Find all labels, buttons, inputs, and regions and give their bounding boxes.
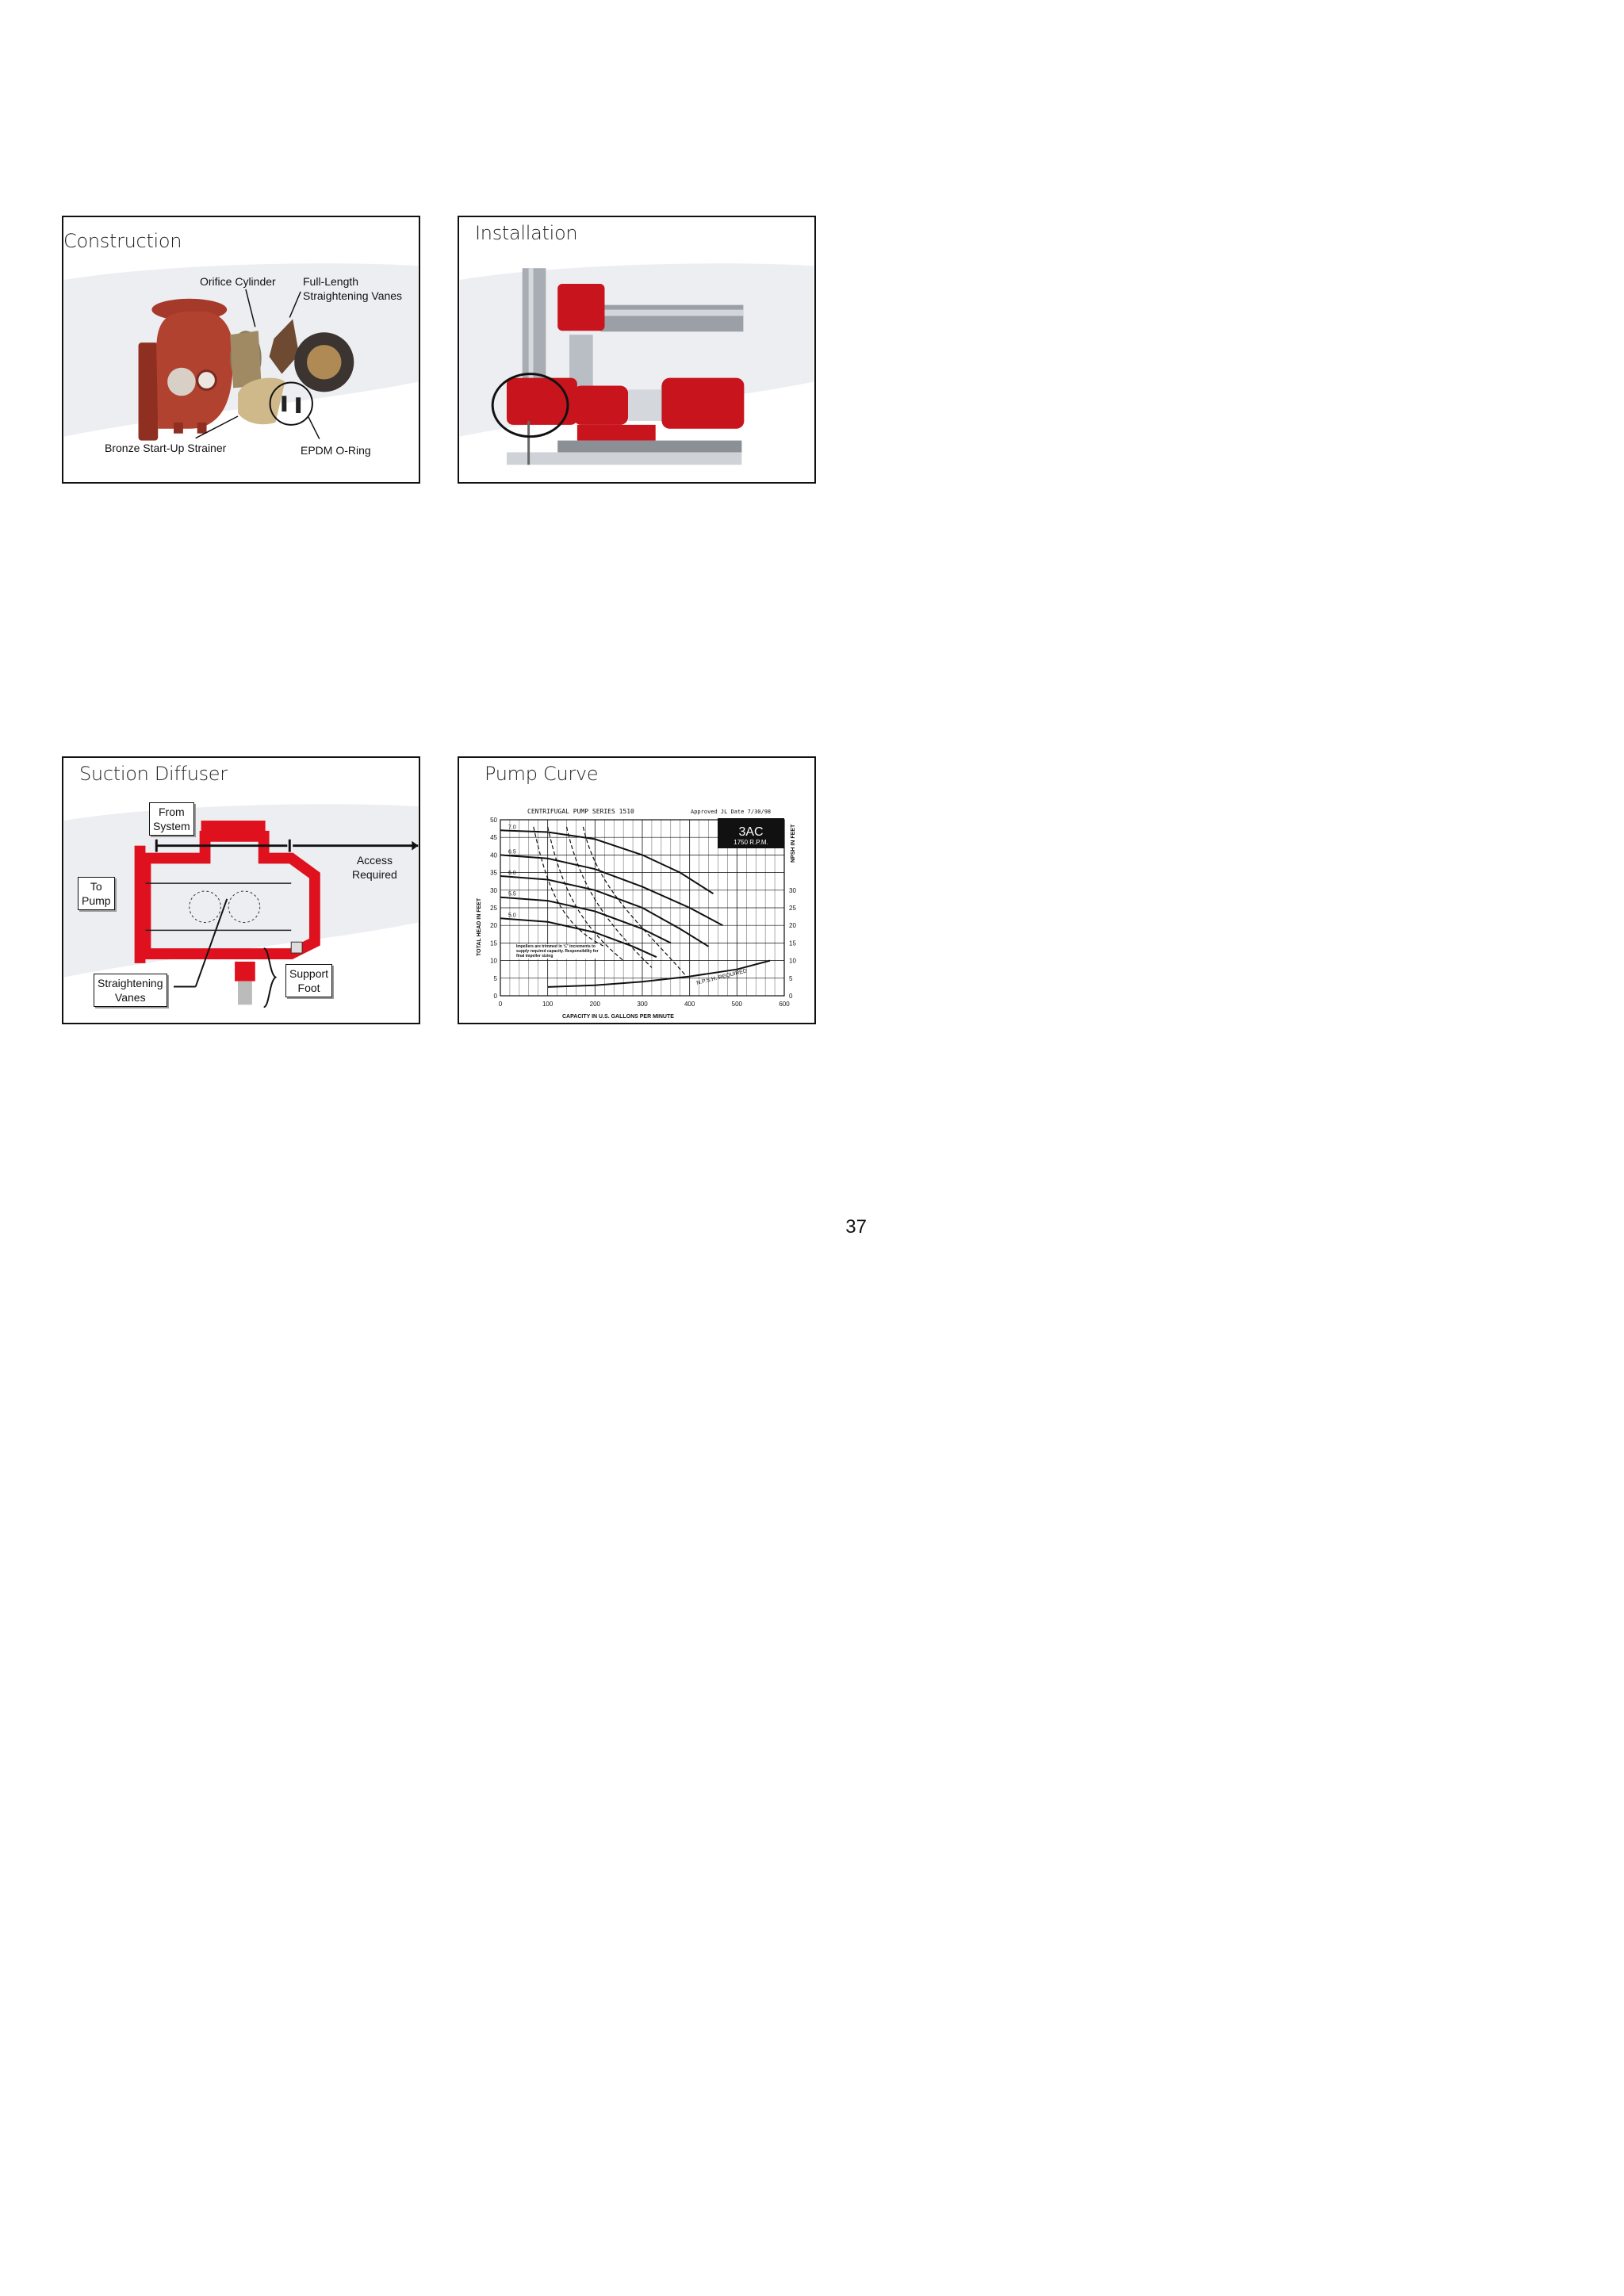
series-label: 5.5 bbox=[508, 892, 516, 897]
straightening-vanes-label: Full-Length Straightening Vanes bbox=[303, 275, 403, 302]
y-tick-label: 30 bbox=[490, 887, 497, 894]
slide-title: Construction bbox=[63, 230, 182, 252]
bronze-strainer-label: Bronze Start-Up Strainer bbox=[105, 442, 227, 454]
y-tick-label: 50 bbox=[490, 817, 497, 824]
series-line bbox=[500, 854, 723, 927]
rpm-label: 1750 R.P.M. bbox=[733, 839, 768, 846]
slide-background bbox=[459, 263, 814, 482]
y2-tick-label: 10 bbox=[789, 958, 796, 965]
x-tick-label: 100 bbox=[542, 1001, 553, 1008]
y2-tick-label: 25 bbox=[789, 905, 796, 912]
x-tick-label: 0 bbox=[499, 1001, 503, 1008]
slide-title: Suction Diffuser bbox=[79, 763, 228, 785]
epdm-oring-label: EPDM O-Ring bbox=[301, 444, 371, 457]
y-tick-label: 10 bbox=[490, 958, 497, 965]
vanes-illustration bbox=[269, 319, 300, 374]
orifice-cylinder-illustration bbox=[230, 331, 262, 388]
efficiency-curve bbox=[533, 826, 605, 947]
highlight-circle bbox=[491, 373, 569, 438]
y2-tick-label: 30 bbox=[789, 887, 796, 894]
x-tick-label: 600 bbox=[779, 1001, 790, 1008]
efficiency-curve bbox=[582, 826, 686, 975]
oring-circle bbox=[269, 381, 313, 426]
slide-title: Pump Curve bbox=[485, 763, 599, 785]
y-tick-label: 25 bbox=[490, 905, 497, 912]
y-tick-label: 35 bbox=[490, 870, 497, 877]
series-label: 7.0 bbox=[508, 825, 516, 830]
y-tick-label: 40 bbox=[490, 851, 497, 859]
y-tick-label: 15 bbox=[490, 939, 497, 947]
efficiency-curve bbox=[547, 826, 624, 962]
slide-installation: Installation bbox=[458, 216, 816, 484]
series-line bbox=[547, 959, 771, 988]
chart-header: CENTRIFUGAL PUMP SERIES 1510 bbox=[527, 808, 634, 815]
from-system-box: From System bbox=[149, 802, 194, 836]
x-tick-label: 500 bbox=[732, 1001, 743, 1008]
strainer-illustration bbox=[238, 377, 285, 425]
chart-approved: Approved JL Date 7/30/98 bbox=[691, 809, 771, 815]
y2-tick-label: 5 bbox=[789, 975, 793, 982]
slide-pump-curve: Pump Curve CENTRIFUGAL PUMP SERIES 1510 … bbox=[458, 756, 816, 1024]
y-tick-label: 20 bbox=[490, 922, 497, 929]
support-foot-box: Support Foot bbox=[285, 964, 333, 997]
series-label: 5.0 bbox=[508, 913, 516, 918]
y2-tick-label: 0 bbox=[789, 993, 793, 1000]
diffuser-cutaway-illustration bbox=[134, 821, 419, 1008]
x-tick-label: 400 bbox=[684, 1001, 695, 1008]
impeller-note: Impellers are trimmed in ⅛" increments t… bbox=[516, 944, 600, 959]
page-number: 37 bbox=[845, 1216, 867, 1238]
series-line bbox=[500, 896, 672, 944]
series-label: 6.0 bbox=[508, 871, 516, 876]
y-tick-label: 5 bbox=[494, 975, 498, 982]
slide-construction: Construction Orifice Cylinder Full-Lengt… bbox=[62, 216, 420, 484]
access-required-label: Access Required bbox=[352, 854, 397, 881]
chart-series: 7.0 6.5 6.0 5.5 5.0 bbox=[500, 825, 771, 988]
straightening-vanes-box: Straightening Vanes bbox=[94, 974, 167, 1007]
pump-curve-chart: CENTRIFUGAL PUMP SERIES 1510 Approved JL… bbox=[477, 808, 796, 1020]
x-axis-label: CAPACITY IN U.S. GALLONS PER MINUTE bbox=[562, 1014, 674, 1020]
efficiency-curve bbox=[565, 826, 653, 968]
model-box bbox=[718, 818, 784, 848]
x-tick-label: 300 bbox=[637, 1001, 648, 1008]
series-label: 6.5 bbox=[508, 849, 516, 855]
series-line bbox=[500, 875, 710, 947]
y-tick-label: 45 bbox=[490, 834, 497, 841]
y2-tick-label: 20 bbox=[789, 922, 796, 929]
y2-tick-label: 15 bbox=[789, 939, 796, 947]
series-line bbox=[500, 829, 714, 895]
y-tick-label: 0 bbox=[494, 993, 498, 1000]
model-label: 3AC bbox=[738, 825, 763, 839]
x-tick-label: 200 bbox=[590, 1001, 601, 1008]
end-cap-illustration bbox=[294, 332, 354, 392]
to-pump-box: To Pump bbox=[78, 877, 115, 910]
orifice-cylinder-label: Orifice Cylinder bbox=[200, 275, 276, 288]
slide-suction-diffuser: Suction Diffuser From System Access Requ… bbox=[62, 756, 420, 1024]
pump-installation-illustration bbox=[506, 268, 745, 465]
slide-title: Installation bbox=[475, 222, 578, 244]
y-axis-label: TOTAL HEAD IN FEET bbox=[477, 897, 482, 956]
slide-background bbox=[63, 263, 419, 482]
y2-axis-label: NPSH IN FEET bbox=[791, 824, 796, 863]
valve-body-illustration bbox=[138, 298, 234, 441]
